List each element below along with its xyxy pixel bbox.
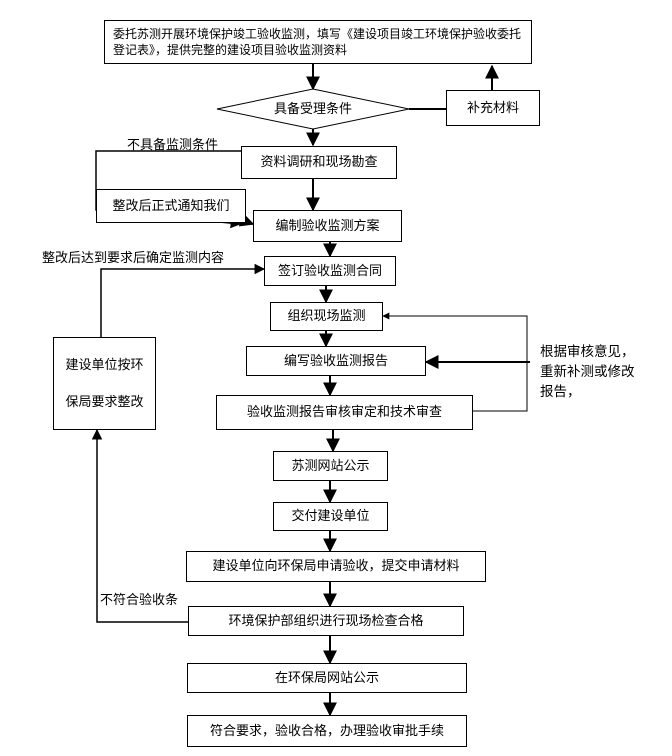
review-text: 验收监测报告审核审定和技术审查 [246, 405, 442, 420]
deliver-text: 交付建设单位 [291, 509, 370, 524]
line-not-meet [91, 428, 188, 623]
publish-epb-text: 在环保局网站公示 [274, 670, 379, 686]
report-text: 编写验收监测报告 [283, 353, 388, 369]
organize-text: 组织现场监测 [287, 309, 366, 324]
decision-text: 具备受理条件 [273, 101, 352, 117]
not-meet-label: 不符合验收条 [100, 593, 179, 608]
contract-text: 签订验收监测合同 [277, 263, 382, 279]
line-feedback-organize [382, 312, 528, 412]
feedback-box: 根据审核意见， 重新补测或修改 报告， [530, 338, 656, 406]
line-after-rectify [100, 263, 266, 337]
inspect-box: 环境保护部组织进行现场检查合格 [188, 606, 464, 636]
publish-sc-text: 苏测网站公示 [291, 458, 370, 474]
review-box: 验收监测报告审核审定和技术审查 [216, 395, 473, 430]
research-text: 资料调研和现场勘查 [260, 155, 378, 170]
organize-box: 组织现场监测 [270, 302, 383, 331]
feedback-line2: 重新补测或修改 [540, 364, 635, 380]
contract-box: 签订验收监测合同 [264, 256, 396, 286]
approve-text: 符合要求，验收合格，办理验收审批手续 [209, 723, 444, 739]
apply-text: 建设单位向环保局申请验收，提交申请材料 [212, 559, 460, 574]
notify-box: 整改后正式通知我们 [96, 189, 246, 223]
plan-box: 编制验收监测方案 [253, 210, 402, 242]
research-box: 资料调研和现场勘查 [241, 146, 397, 179]
rectify-line2: 保局要求整改 [65, 394, 144, 410]
inspect-text: 环境保护部组织进行现场检查合格 [228, 613, 424, 629]
publish-sc-box: 苏测网站公示 [273, 451, 388, 481]
report-box: 编写验收监测报告 [246, 346, 426, 376]
supplement-text: 补充材料 [466, 100, 519, 116]
deliver-box: 交付建设单位 [273, 502, 388, 531]
notify-text: 整改后正式通知我们 [112, 198, 230, 214]
feedback-line3: 报告， [540, 384, 581, 400]
no-monitor-label: 不具备监测条件 [127, 138, 219, 153]
feedback-line1: 根据审核意见， [540, 344, 635, 360]
approve-box: 符合要求，验收合格，办理验收审批手续 [187, 715, 467, 747]
supplement-box: 补充材料 [446, 90, 540, 126]
entrust-box: 委托苏测开展环境保护竣工验收监测，填写《建设项目竣工环境保护验收委托登记表》，提… [104, 20, 532, 64]
plan-text: 编制验收监测方案 [275, 218, 380, 234]
decision-label-box: 具备受理条件 [253, 99, 373, 119]
publish-epb-box: 在环保局网站公示 [187, 663, 467, 693]
after-rectify-label: 整改后达到要求后确定监测内容 [42, 251, 225, 266]
apply-box: 建设单位向环保局申请验收，提交申请材料 [186, 551, 486, 582]
rectify-line1: 建设单位按环 [65, 357, 144, 373]
rectify-box: 建设单位按环 保局要求整改 [53, 337, 156, 430]
entrust-text: 委托苏测开展环境保护竣工验收监测，填写《建设项目竣工环境保护验收委托登记表》，提… [113, 27, 522, 57]
